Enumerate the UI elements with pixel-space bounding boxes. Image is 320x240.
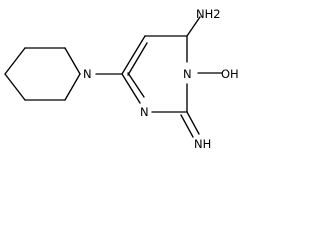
bond-imine-2 [180,114,194,138]
bond [4,73,26,101]
bond-imine [186,111,200,135]
piperidine-n-label: N [83,67,92,81]
bond [121,73,141,104]
n-hydroxy-label: N [183,67,192,81]
bond [64,73,81,101]
ring-n-label: N [140,105,149,119]
bond [4,47,26,75]
amine-label: NH2 [196,7,221,21]
piperidine-ring [4,47,81,101]
hydroxy-label: OH [221,67,239,81]
pyrimidine-ring [121,35,188,113]
molecule-structure: NH2 N OH N N NH [4,7,239,151]
bond [127,42,148,76]
bond [127,72,145,98]
imine-label: NH [194,137,211,151]
bond [121,35,146,75]
bond [64,47,81,75]
bond-amine [186,16,201,37]
